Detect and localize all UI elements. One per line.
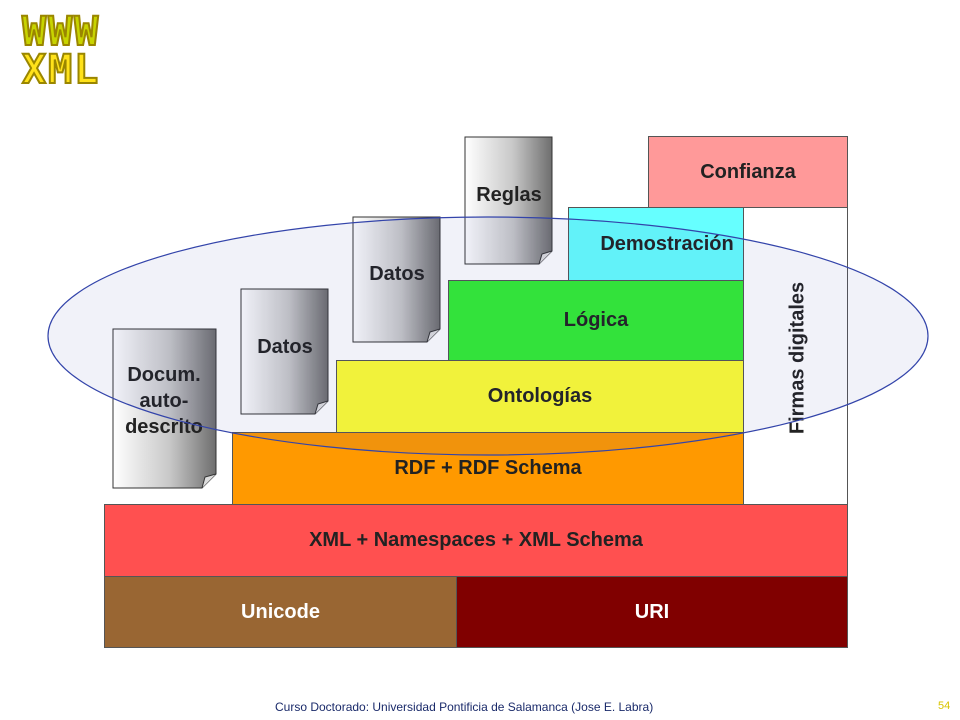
document-reglas: Reglas	[464, 136, 554, 266]
document-datos-2: Datos	[352, 216, 442, 344]
page-number: 54	[938, 700, 951, 712]
layer-ontologias: Ontologías	[336, 360, 744, 433]
logo-www-text: WWW	[21, 9, 101, 55]
layer-logica: Lógica	[448, 280, 744, 361]
layer-rdf-schema: RDF + RDF Schema	[232, 432, 744, 505]
document-datos-1: Datos	[240, 288, 330, 416]
document-docum-autodescrito: Docum. auto- descrito	[112, 328, 218, 490]
datos-1-label: Datos	[257, 336, 313, 358]
layer-demostracion: Demostración	[568, 207, 744, 281]
logo-xml-text: XML	[21, 47, 101, 93]
footer-course-credit: Curso Doctorado: Universidad Pontificia …	[275, 700, 654, 714]
layer-unicode: Unicode	[104, 576, 457, 648]
docum-label-line1: Docum.	[127, 364, 201, 386]
layer-confianza: Confianza	[648, 136, 848, 208]
docum-label-line2: auto-	[139, 390, 189, 412]
layer-xml-namespaces-schema: XML + Namespaces + XML Schema	[104, 504, 848, 577]
reglas-label: Reglas	[476, 184, 542, 206]
firmas-digitales-label: Firmas digitales	[786, 281, 809, 435]
datos-2-label: Datos	[369, 263, 425, 285]
layer-uri: URI	[456, 576, 848, 648]
docum-label-line3: descrito	[125, 416, 203, 438]
www-xml-logo: WWW XML	[21, 9, 122, 93]
